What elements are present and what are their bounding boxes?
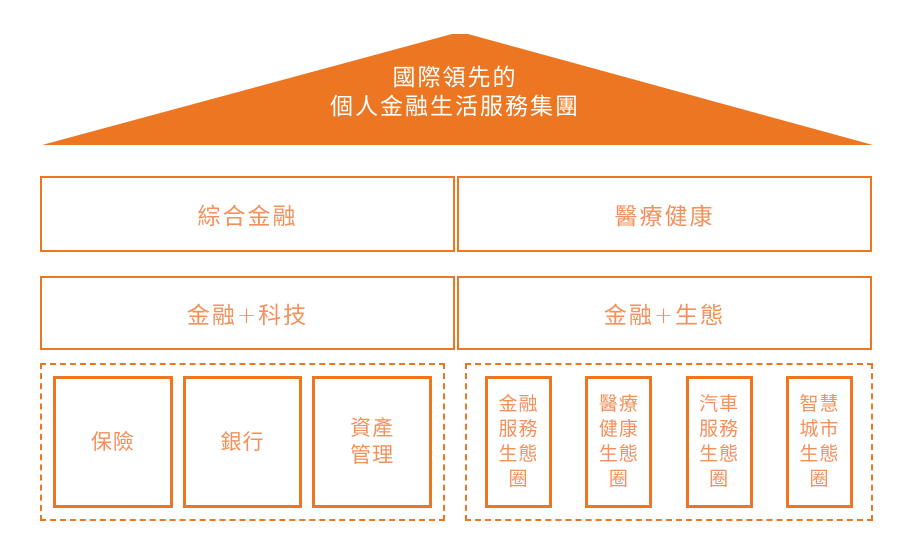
roof-title-line2: 個人金融生活服務集團 xyxy=(330,94,580,120)
ecosystem-item-auto-services: 汽車服務生態圈 xyxy=(685,376,753,508)
tier2-left-box: 金融+科技 xyxy=(40,276,455,350)
tier2-right-box: 金融+生態 xyxy=(457,276,872,350)
ecosystem-item-healthcare: 醫療健康生態圈 xyxy=(585,376,653,508)
ecosystem-item-smart-city-label: 智慧城市生態圈 xyxy=(799,393,840,490)
finance-group-box: 保險 銀行 資產管理 xyxy=(40,363,445,521)
tier1-left-label: 綜合金融 xyxy=(197,204,298,230)
roof-title: 國際領先的 個人金融生活服務集團 xyxy=(0,64,910,122)
tier1-right-box: 醫療健康 xyxy=(457,176,872,252)
finance-item-asset-management: 資產管理 xyxy=(312,376,433,508)
tier2-right-label: 金融+生態 xyxy=(603,303,726,329)
tier1-right-label: 醫療健康 xyxy=(614,204,715,230)
ecosystem-group-box: 金融服務生態圈 醫療健康生態圈 汽車服務生態圈 智慧城市生態圈 xyxy=(465,363,873,521)
roof-triangle xyxy=(42,34,873,145)
finance-item-asset-management-label: 資產管理 xyxy=(350,416,395,467)
ecosystem-item-smart-city: 智慧城市生態圈 xyxy=(785,376,853,508)
finance-item-bank-label: 銀行 xyxy=(220,429,265,454)
ecosystem-item-healthcare-label: 醫療健康生態圈 xyxy=(598,393,639,490)
tier1-left-box: 綜合金融 xyxy=(40,176,455,252)
roof-title-line1: 國際領先的 xyxy=(392,65,518,91)
finance-item-insurance-label: 保險 xyxy=(90,429,135,454)
finance-item-bank: 銀行 xyxy=(182,376,303,508)
ecosystem-item-financial-services-label: 金融服務生態圈 xyxy=(498,393,539,490)
ecosystem-item-auto-services-label: 汽車服務生態圈 xyxy=(699,393,740,490)
ecosystem-item-financial-services: 金融服務生態圈 xyxy=(485,376,552,508)
tier2-left-label: 金融+科技 xyxy=(186,303,309,329)
finance-item-insurance: 保險 xyxy=(53,376,173,508)
